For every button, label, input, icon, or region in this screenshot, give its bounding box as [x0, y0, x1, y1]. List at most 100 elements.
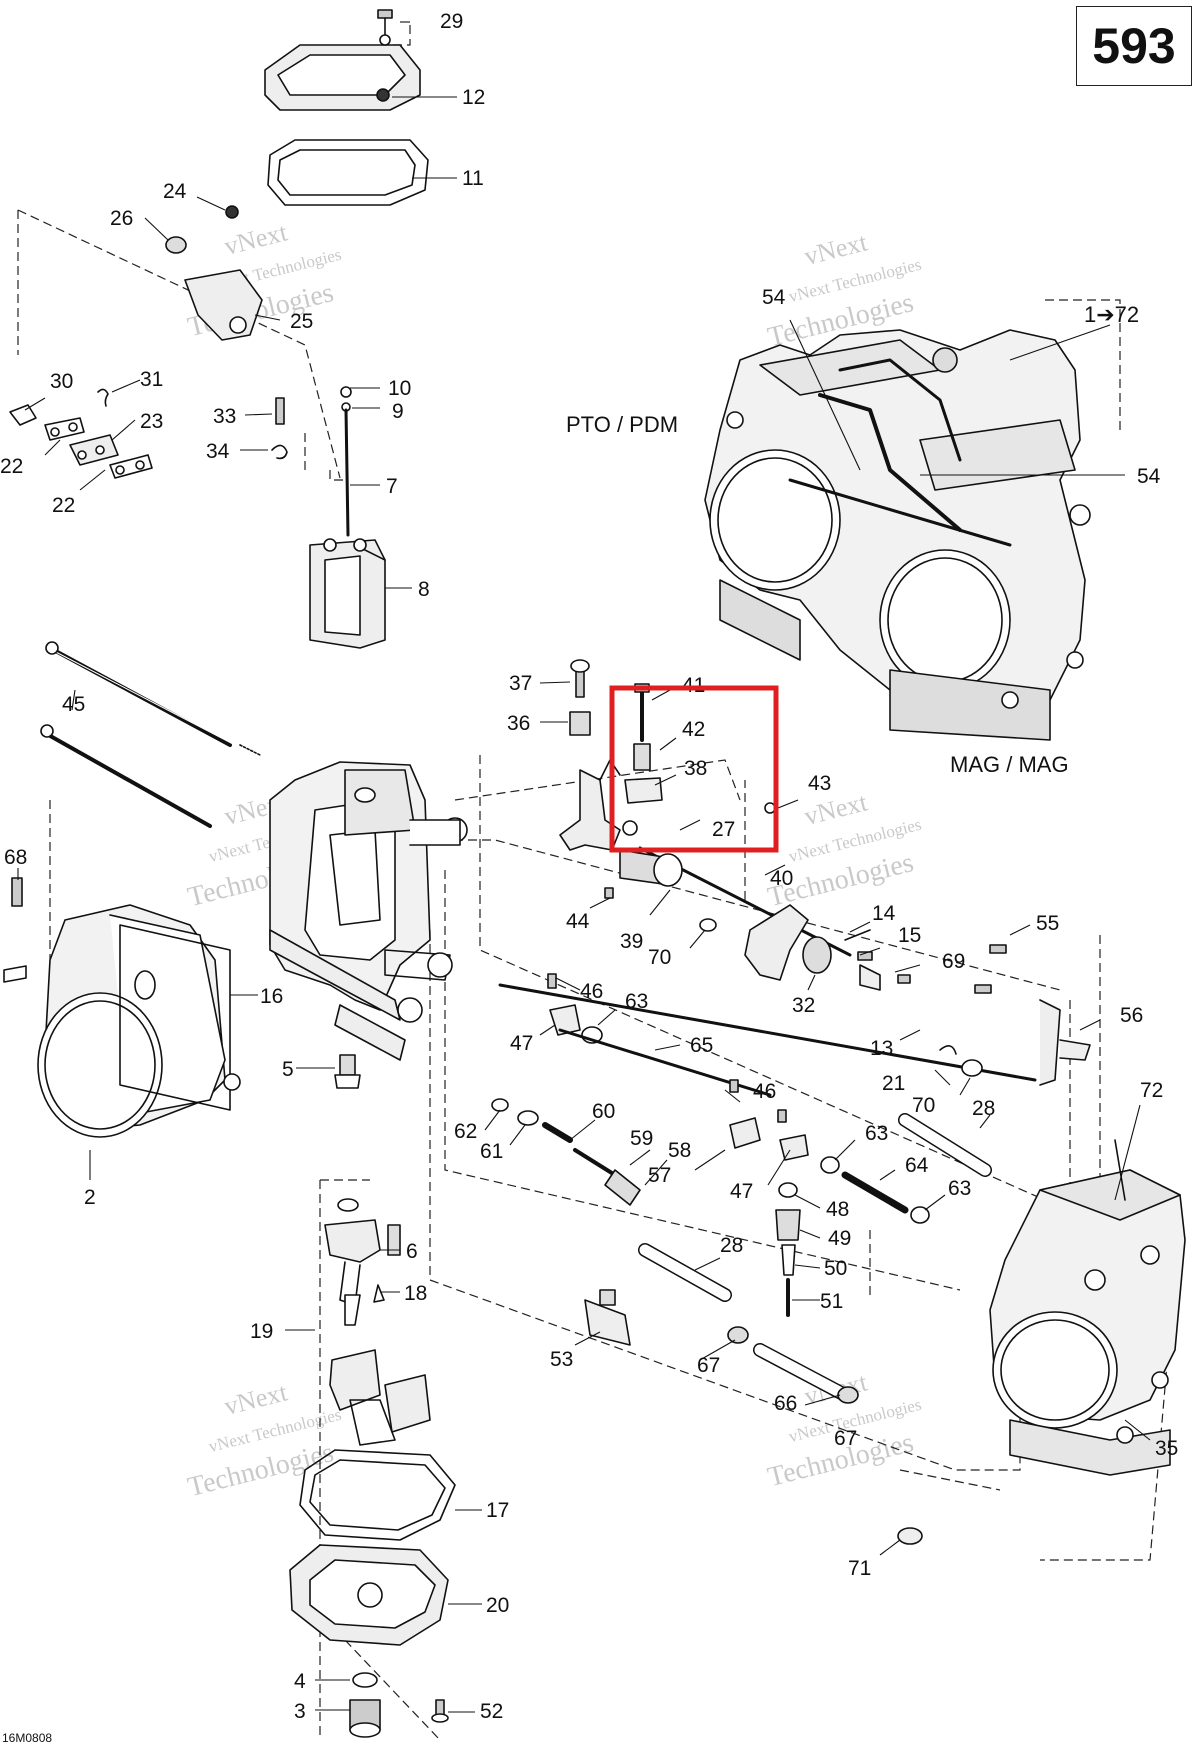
leader-lines: [17, 21, 1151, 1713]
callout-62: 62: [454, 1120, 477, 1143]
callout-63: 63: [625, 990, 648, 1013]
callout-63: 63: [865, 1122, 888, 1145]
callout-6: 6: [406, 1240, 418, 1263]
callout-46: 46: [580, 980, 603, 1003]
carburetor-body-part: [269, 761, 468, 1061]
callout-17: 17: [486, 1499, 509, 1522]
top-gasket-part: [267, 139, 429, 206]
callout-37: 37: [509, 672, 532, 695]
callout-10: 10: [388, 377, 411, 400]
callout-27: 27: [712, 818, 735, 841]
callout-22: 22: [0, 455, 23, 478]
callout-40: 40: [770, 867, 793, 890]
callout-50: 50: [824, 1257, 847, 1280]
watermark-text: vNext: [801, 227, 870, 271]
callout-7: 7: [386, 475, 398, 498]
callout-71: 71: [848, 1557, 871, 1580]
callout-5: 5: [282, 1058, 294, 1081]
callout-12: 12: [462, 86, 485, 109]
callout-49: 49: [828, 1227, 851, 1250]
callout-2: 2: [84, 1186, 96, 1209]
parts-range-label: 1➔72: [1084, 302, 1139, 327]
callout-68: 68: [4, 846, 27, 869]
callout-47: 47: [510, 1032, 533, 1055]
callout-58: 58: [668, 1139, 691, 1162]
callout-8: 8: [418, 578, 430, 601]
callout-21: 21: [882, 1072, 905, 1095]
callout-35: 35: [1155, 1437, 1178, 1460]
callout-33: 33: [213, 405, 236, 428]
callout-65: 65: [690, 1034, 713, 1057]
callout-67: 67: [697, 1354, 720, 1377]
callout-4: 4: [294, 1670, 306, 1693]
callout-54: 54: [762, 286, 786, 309]
callout-54: 54: [1137, 465, 1161, 488]
callout-59: 59: [630, 1127, 653, 1150]
callout-51: 51: [820, 1290, 843, 1313]
mag-label: MAG / MAG: [950, 752, 1069, 777]
callout-42: 42: [682, 718, 705, 741]
callout-31: 31: [140, 368, 163, 391]
callout-15: 15: [898, 924, 921, 947]
callout-60: 60: [592, 1100, 615, 1123]
callout-67: 67: [834, 1427, 857, 1450]
callout-52: 52: [480, 1700, 503, 1723]
callout-57: 57: [648, 1164, 671, 1187]
callout-39: 39: [620, 930, 643, 953]
callout-45: 45: [62, 693, 85, 716]
throttle-body-part: [37, 904, 241, 1138]
watermark-text: vNext: [221, 1377, 290, 1421]
callout-56: 56: [1120, 1004, 1143, 1027]
callout-28: 28: [720, 1234, 743, 1257]
callout-47: 47: [730, 1180, 753, 1203]
drawing-code: 16M0808: [2, 1731, 53, 1745]
callout-44: 44: [566, 910, 590, 933]
callout-9: 9: [392, 400, 404, 423]
highlight-box: [609, 685, 779, 853]
callout-55: 55: [1036, 912, 1059, 935]
callout-14: 14: [872, 902, 896, 925]
callout-3: 3: [294, 1700, 306, 1723]
callout-16: 16: [260, 985, 283, 1008]
callouts: 29 12 11 24 26 25 30 31 23 22 22 33 34 1…: [0, 10, 1178, 1723]
callout-43: 43: [808, 772, 831, 795]
callout-29: 29: [440, 10, 463, 33]
watermark-text: vNext: [221, 217, 290, 261]
callout-36: 36: [507, 712, 530, 735]
callout-13: 13: [870, 1037, 893, 1060]
callout-19: 19: [250, 1320, 273, 1343]
callout-18: 18: [404, 1282, 427, 1305]
callout-28: 28: [972, 1097, 995, 1120]
callout-70: 70: [912, 1094, 935, 1117]
callout-24: 24: [163, 180, 187, 203]
callout-66: 66: [774, 1392, 797, 1415]
callout-23: 23: [140, 410, 163, 433]
assembled-carburetors-part: [704, 329, 1091, 741]
callout-38: 38: [684, 757, 707, 780]
callout-53: 53: [550, 1348, 573, 1371]
callout-61: 61: [480, 1140, 503, 1163]
top-cover-part: [264, 44, 421, 111]
callout-20: 20: [486, 1594, 509, 1617]
callout-72: 72: [1140, 1079, 1163, 1102]
callout-46: 46: [753, 1080, 776, 1103]
callout-70: 70: [648, 946, 671, 969]
parts-linework: [3, 9, 1186, 1738]
mag-carburetor-part: [989, 1169, 1186, 1476]
callout-11: 11: [462, 167, 484, 190]
pto-label: PTO / PDM: [566, 412, 678, 437]
callout-30: 30: [50, 370, 73, 393]
callout-25: 25: [290, 310, 313, 333]
callout-48: 48: [826, 1198, 849, 1221]
callout-64: 64: [905, 1154, 929, 1177]
callout-69: 69: [942, 950, 965, 973]
callout-34: 34: [206, 440, 230, 463]
callout-22: 22: [52, 494, 75, 517]
callout-26: 26: [110, 207, 133, 230]
callout-32: 32: [792, 994, 815, 1017]
watermark-text: Technologies: [185, 1437, 337, 1503]
callout-63: 63: [948, 1177, 971, 1200]
page-number: 593: [1076, 6, 1192, 86]
